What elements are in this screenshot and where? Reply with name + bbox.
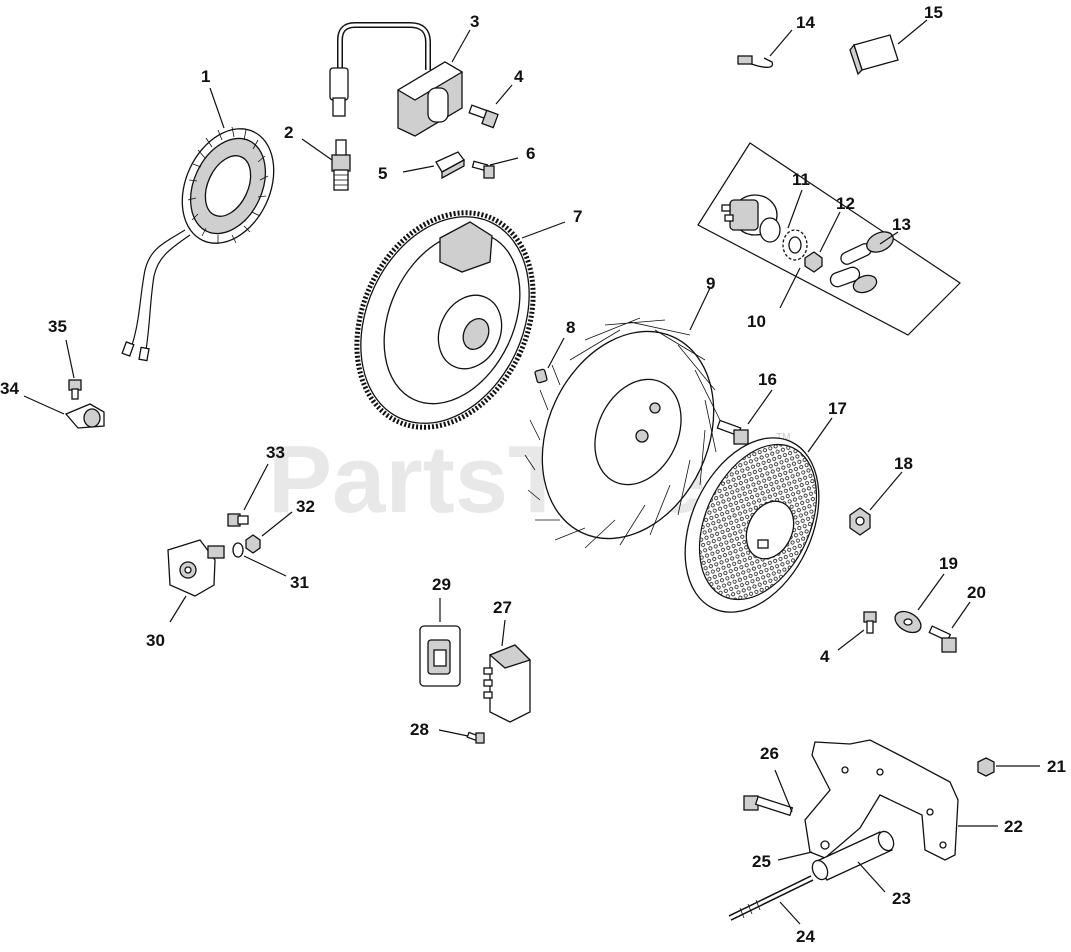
key-switch-assembly-outline [697,142,961,336]
rectifier-pad-part [419,625,461,687]
callout-12: 12 [836,194,855,213]
bolt-part-upper [468,104,499,129]
callout-6: 6 [526,144,535,163]
callout-labels: 1 2 3 4 5 6 7 8 9 10 11 12 13 14 15 16 1… [0,3,1066,946]
callout-4-lower: 4 [820,647,830,666]
callout-33: 33 [266,443,285,462]
bolt-part-lower [863,611,877,634]
callout-13: 13 [892,215,911,234]
sensor-screw-part [227,513,249,527]
washer-part [894,610,922,634]
callout-21: 21 [1047,757,1066,776]
callout-16: 16 [758,370,777,389]
ignition-coil-part [329,22,464,137]
ignition-switch-part [721,194,781,243]
screen-nut-part [849,507,871,536]
sensor-washer-part [232,542,244,558]
callout-7: 7 [573,207,582,226]
callout-8: 8 [566,318,575,337]
callout-32: 32 [296,497,315,516]
callout-23: 23 [892,889,911,908]
callout-31: 31 [290,573,309,592]
clip-screw-part [68,379,82,400]
wire-clip-part [737,55,774,68]
cooling-fan-part [524,317,721,549]
callout-5: 5 [378,164,387,183]
sensor-part [167,539,225,597]
long-bolt-part [728,875,814,921]
callout-15: 15 [924,3,943,22]
callout-17: 17 [828,399,847,418]
stator-part [121,126,275,362]
callout-30: 30 [146,631,165,650]
callout-10: 10 [747,312,766,331]
connector-boot-part [849,34,899,76]
callout-2: 2 [284,123,293,142]
callout-4-upper: 4 [514,67,524,86]
keys-part [829,231,894,294]
regulator-part [483,644,532,723]
rotating-screen-part [684,437,820,613]
callout-9: 9 [706,274,715,293]
watermark-trademark: TM [776,432,790,443]
callout-1: 1 [201,67,210,86]
callout-35: 35 [48,317,67,336]
screw-part [471,160,495,179]
clip-part [435,151,465,180]
woodruff-key-part [534,368,548,384]
spark-plug-part [331,139,351,191]
callout-34: 34 [0,379,19,398]
bolt-part-right [928,625,957,653]
flywheel-part [354,210,536,430]
callout-28: 28 [410,720,429,739]
callout-25: 25 [752,852,771,871]
bracket-nut-part [977,757,995,777]
callout-24: 24 [796,927,815,946]
regulator-screw-part [466,731,485,744]
sensor-nut-part [245,534,261,554]
callout-18: 18 [894,454,913,473]
leader-lines [23,19,1040,925]
cable-clip-part [64,403,105,429]
fan-bolt-part [716,419,749,445]
callout-14: 14 [796,13,815,32]
callout-20: 20 [967,583,986,602]
bracket-part [804,739,959,861]
callout-27: 27 [493,598,512,617]
callout-19: 19 [939,554,958,573]
callout-22: 22 [1004,817,1023,836]
callout-11: 11 [792,170,810,189]
callout-29: 29 [432,575,451,594]
hex-nut-part [804,251,823,273]
callout-26: 26 [760,744,779,763]
spacer-tube-part [811,830,895,881]
lock-washer-part [782,229,808,261]
callout-3: 3 [470,12,479,31]
bracket-bolt-part [743,795,794,817]
